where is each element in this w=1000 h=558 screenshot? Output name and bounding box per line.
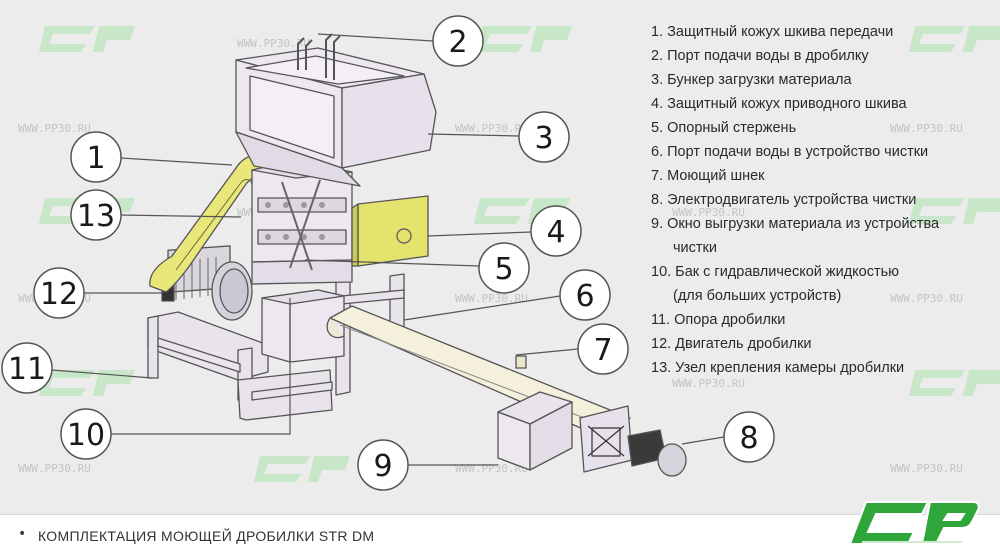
legend-item: 2. Порт подачи воды в дробилку bbox=[651, 44, 996, 68]
callout-label: 2 bbox=[448, 25, 467, 60]
legend-item-text: 5. Опорный стержень bbox=[651, 120, 797, 136]
callout-label: 11 bbox=[8, 352, 46, 387]
callout-8: 8 bbox=[723, 411, 775, 463]
legend-item-text: 1. Защитный кожух шкива передачи bbox=[651, 24, 894, 40]
legend-item-text: 6. Порт подачи воды в устройство чистки bbox=[651, 144, 929, 160]
legend-item-text: 4. Защитный кожух приводного шкива bbox=[651, 96, 907, 112]
watermark-site: WWW.PP30.RU bbox=[18, 122, 91, 135]
callout-label: 12 bbox=[40, 277, 78, 312]
feed-hopper bbox=[235, 47, 437, 187]
callout-9: 9 bbox=[357, 439, 409, 491]
legend-item: 12. Двигатель дробилки bbox=[651, 332, 996, 356]
callout-layer: 1 2 3 4 5 6 7 8 9 10 11 12 13 bbox=[1, 15, 775, 491]
callout-label: 8 bbox=[739, 421, 758, 456]
watermark-logo bbox=[909, 198, 1000, 224]
watermark-site: WWW.PP30.RU bbox=[672, 377, 745, 390]
watermark-logo bbox=[476, 26, 572, 52]
callout-4: 4 bbox=[530, 205, 582, 257]
callout-2: 2 bbox=[432, 15, 484, 67]
legend-item-text: 10. Бак с гидравлической жидкостью bbox=[651, 264, 900, 280]
callout-label: 7 bbox=[593, 333, 612, 368]
callout-5: 5 bbox=[478, 242, 530, 294]
legend-item-text: 3. Бункер загрузки материала bbox=[651, 72, 852, 88]
callout-3: 3 bbox=[518, 111, 570, 163]
cleaning-motor bbox=[579, 405, 687, 477]
crusher-machine bbox=[147, 33, 687, 477]
callout-7: 7 bbox=[577, 323, 629, 375]
brand-logo bbox=[848, 501, 980, 545]
watermark-logo bbox=[39, 26, 135, 52]
leader-lines bbox=[51, 33, 725, 466]
legend-item-text: 13. Узел крепления камеры дробилки bbox=[651, 360, 905, 376]
legend-item: 7. Моющий шнек bbox=[651, 164, 996, 188]
legend-item: 13. Узел крепления камеры дробилки bbox=[651, 356, 996, 380]
callout-11: 11 bbox=[1, 342, 53, 394]
discharge-window bbox=[497, 391, 573, 471]
pulley-guard-inner bbox=[175, 179, 253, 271]
bullet-icon: • bbox=[18, 526, 27, 542]
callout-1: 1 bbox=[70, 131, 122, 183]
watermark-site: WWW.PP30.RU bbox=[672, 206, 745, 219]
crusher-support-frame bbox=[147, 247, 405, 421]
legend-item-text: 9. Окно выгрузки материала из устройства bbox=[651, 216, 940, 232]
legend-item-continuation: (для больших устройств) bbox=[673, 288, 842, 304]
legend-item-text: 7. Моющий шнек bbox=[651, 168, 765, 184]
crusher-water-inlet bbox=[297, 33, 341, 80]
diagram-caption: КОМПЛЕКТАЦИЯ МОЮЩЕЙ ДРОБИЛКИ STR DM bbox=[38, 528, 375, 544]
legend-item: 8. Электродвигатель устройства чистки bbox=[651, 188, 996, 212]
watermark-site: WWW.PP30.RU bbox=[237, 37, 310, 50]
watermark-site: WWW.PP30.RU bbox=[18, 462, 91, 475]
legend-item-text: 2. Порт подачи воды в дробилку bbox=[651, 48, 869, 64]
parts-legend: 1. Защитный кожух шкива передачи 2. Порт… bbox=[651, 20, 996, 380]
legend-item-text: 12. Двигатель дробилки bbox=[651, 336, 812, 352]
callout-label: 9 bbox=[373, 449, 392, 484]
callout-6: 6 bbox=[559, 269, 611, 321]
watermark-site: WWW.PP30.RU bbox=[455, 122, 528, 135]
callout-label: 4 bbox=[546, 215, 565, 250]
legend-item: 5. Опорный стержень bbox=[651, 116, 996, 140]
callout-13: 13 bbox=[70, 189, 122, 241]
legend-item: 1. Защитный кожух шкива передачи bbox=[651, 20, 996, 44]
drive-pulley-guard bbox=[351, 195, 429, 267]
watermark-site: WWW.PP30.RU bbox=[890, 122, 963, 135]
legend-item: 10. Бак с гидравлической жидкостью (для б… bbox=[651, 260, 996, 308]
callout-label: 10 bbox=[67, 418, 105, 453]
callout-label: 1 bbox=[86, 141, 105, 176]
legend-item: 3. Бункер загрузки материала bbox=[651, 68, 996, 92]
legend-item: 11. Опора дробилки bbox=[651, 308, 996, 332]
legend-item-continuation: чистки bbox=[673, 240, 717, 256]
callout-label: 3 bbox=[534, 121, 553, 156]
watermark-logo bbox=[909, 370, 1000, 396]
watermark-layer: WWW.PP30.RU WWW.PP30.RU WWW.PP30.RU WWW.… bbox=[18, 26, 1000, 482]
legend-item-text: 8. Электродвигатель устройства чистки bbox=[651, 192, 917, 208]
watermark-logo bbox=[254, 456, 350, 482]
callout-label: 13 bbox=[77, 199, 115, 234]
watermark-site: WWW.PP30.RU bbox=[890, 292, 963, 305]
legend-item: 6. Порт подачи воды в устройство чистки bbox=[651, 140, 996, 164]
watermark-logo bbox=[909, 26, 1000, 52]
legend-item: 9. Окно выгрузки материала из устройства… bbox=[651, 212, 996, 260]
callout-10: 10 bbox=[60, 408, 112, 460]
watermark-site: WWW.PP30.RU bbox=[455, 292, 528, 305]
watermark-logo bbox=[39, 370, 135, 396]
caption-bar: • КОМПЛЕКТАЦИЯ МОЮЩЕЙ ДРОБИЛКИ STR DM bbox=[0, 514, 1000, 558]
callout-12: 12 bbox=[33, 267, 85, 319]
callout-label: 6 bbox=[575, 279, 594, 314]
watermark-site: WWW.PP30.RU bbox=[890, 462, 963, 475]
callout-label: 5 bbox=[494, 252, 513, 287]
legend-item: 4. Защитный кожух приводного шкива bbox=[651, 92, 996, 116]
legend-item-text: 11. Опора дробилки bbox=[651, 312, 786, 328]
